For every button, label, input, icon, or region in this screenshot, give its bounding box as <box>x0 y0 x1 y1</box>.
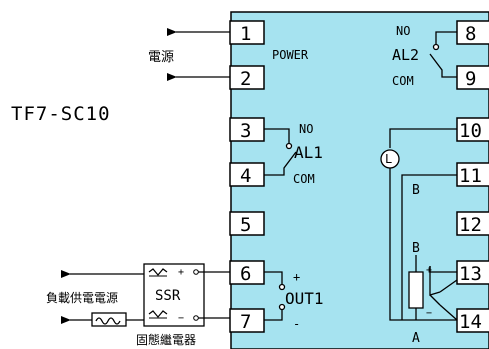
terminal-12: 12 <box>456 211 489 236</box>
al2-com-label: COM <box>392 74 414 88</box>
ssr-plus-label: + <box>178 267 184 278</box>
svg-text:14: 14 <box>459 311 482 333</box>
power-label: POWER <box>272 48 309 62</box>
load-power-label: 負載供電電源 <box>46 291 118 305</box>
svg-text:7: 7 <box>240 311 251 333</box>
ssr-name-label: 固態繼電器 <box>136 332 196 347</box>
terminal-7: 7 <box>229 308 265 333</box>
terminal-2: 2 <box>229 65 265 90</box>
rtd-b-mid-label: B <box>412 241 420 256</box>
terminal-1: 1 <box>229 20 265 45</box>
al2-no-label: NO <box>396 24 410 38</box>
terminal-6: 6 <box>229 260 265 285</box>
tc-plus-label: + <box>426 265 432 276</box>
tc-minus-label: − <box>426 308 432 319</box>
al1-com-label: COM <box>293 172 315 186</box>
svg-text:5: 5 <box>240 214 251 236</box>
rtd-b-top-label: B <box>412 183 420 198</box>
out1-output <box>264 271 286 321</box>
svg-text:12: 12 <box>459 214 482 236</box>
terminal-4: 4 <box>229 162 265 187</box>
al1-no-label: NO <box>299 122 313 136</box>
out1-label: OUT1 <box>285 289 324 308</box>
al1-relay-contact <box>264 128 297 176</box>
svg-text:3: 3 <box>240 120 251 142</box>
model-title: TF7-SC10 <box>11 103 111 125</box>
rtd-a-label: A <box>412 331 420 346</box>
svg-text:1: 1 <box>240 23 251 45</box>
terminal-13: 13 <box>456 260 489 285</box>
al2-label: AL2 <box>392 46 419 64</box>
svg-text:6: 6 <box>240 263 251 285</box>
lamp-label: L <box>385 152 392 166</box>
power-source-label: 電源 <box>148 50 174 65</box>
terminal-10: 10 <box>456 117 489 142</box>
rtd-wiring <box>380 128 458 321</box>
ssr-out1-wiring <box>198 271 230 319</box>
svg-text:13: 13 <box>459 263 482 285</box>
svg-text:4: 4 <box>240 165 251 187</box>
al1-label: AL1 <box>294 143 323 162</box>
svg-text:8: 8 <box>465 23 476 45</box>
terminal-8: 8 <box>456 20 489 45</box>
out-plus-label: + <box>293 270 300 284</box>
power-input <box>167 28 230 81</box>
svg-text:2: 2 <box>240 68 251 90</box>
terminal-9: 9 <box>456 65 489 90</box>
ssr-minus-label: − <box>178 313 184 324</box>
svg-text:11: 11 <box>459 165 482 187</box>
al2-relay-contact <box>429 31 457 78</box>
ssr-label: SSR <box>155 288 181 304</box>
terminal-3: 3 <box>229 117 265 142</box>
out-minus-label: - <box>293 317 300 331</box>
svg-text:9: 9 <box>465 68 476 90</box>
terminal-5: 5 <box>229 211 265 236</box>
load-supply-wiring <box>61 270 144 327</box>
terminal-14: 14 <box>456 308 489 333</box>
terminal-11: 11 <box>456 162 489 187</box>
ssr-box <box>143 263 205 327</box>
controller-panel <box>230 11 489 349</box>
svg-text:10: 10 <box>459 120 482 142</box>
